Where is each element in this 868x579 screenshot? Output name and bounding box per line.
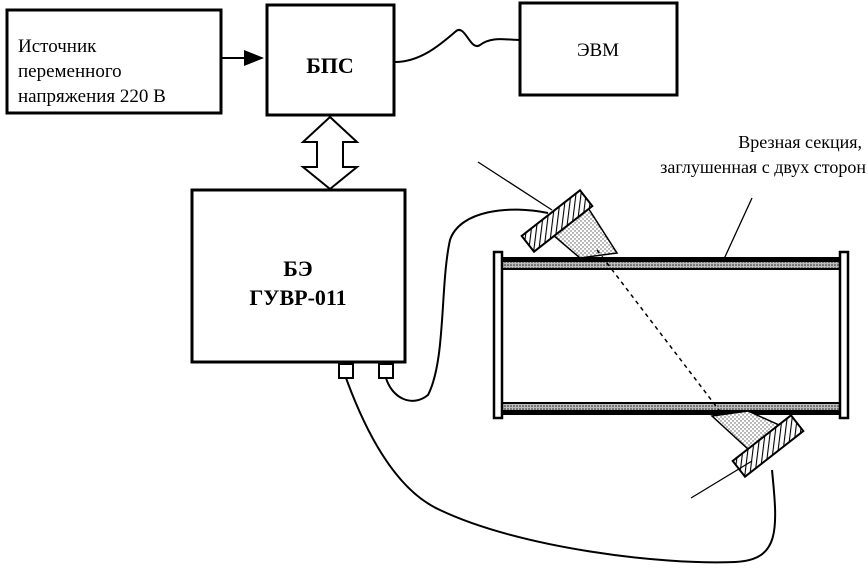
voltage-source-block: Источник переменного напряжения 220 В <box>5 8 223 115</box>
pipe-right-flange <box>838 250 850 420</box>
pipe-bottom-outer-wall <box>498 410 844 415</box>
upper-sensor-cable <box>385 208 549 402</box>
be-guvr-block: БЭ ГУВР-011 <box>190 188 407 364</box>
evm-block: ЭВМ <box>518 1 679 97</box>
upper-transducer <box>520 188 594 254</box>
ultrasonic-beam-path <box>596 249 723 415</box>
be-label-line-1: БЭ <box>283 256 312 281</box>
source-line-1: Источник <box>18 36 97 57</box>
annotation-leader-line <box>723 197 753 260</box>
source-line-2: переменного <box>18 61 122 82</box>
lower-sensor-cable <box>345 377 777 564</box>
left-connector <box>338 363 354 379</box>
be-label-line-2: ГУВР-011 <box>249 285 346 310</box>
pipe-left-flange <box>492 250 504 420</box>
annotation-line-1: Врезная секция, <box>738 132 862 152</box>
pipe-top-wall-fill <box>498 262 844 268</box>
pipe-top-outer-wall <box>498 257 844 262</box>
bps-be-bidirectional-arrow <box>300 115 360 191</box>
bps-block: БПС <box>265 3 396 117</box>
upper-leader-line <box>477 161 553 211</box>
pipe-bottom-wall-fill <box>498 404 844 410</box>
bps-label: БПС <box>306 53 354 78</box>
lower-leader-line <box>690 460 753 499</box>
source-line-3: напряжения 220 В <box>18 86 166 107</box>
annotation-line-2: заглушенная с двух сторон <box>660 157 866 177</box>
evm-label: ЭВМ <box>577 40 619 61</box>
pipe-bottom-inner-wall <box>498 402 844 404</box>
bps-evm-cable <box>394 28 523 63</box>
pipe-top-inner-wall <box>498 268 844 270</box>
right-connector <box>378 363 394 379</box>
pipe-section <box>492 250 850 420</box>
